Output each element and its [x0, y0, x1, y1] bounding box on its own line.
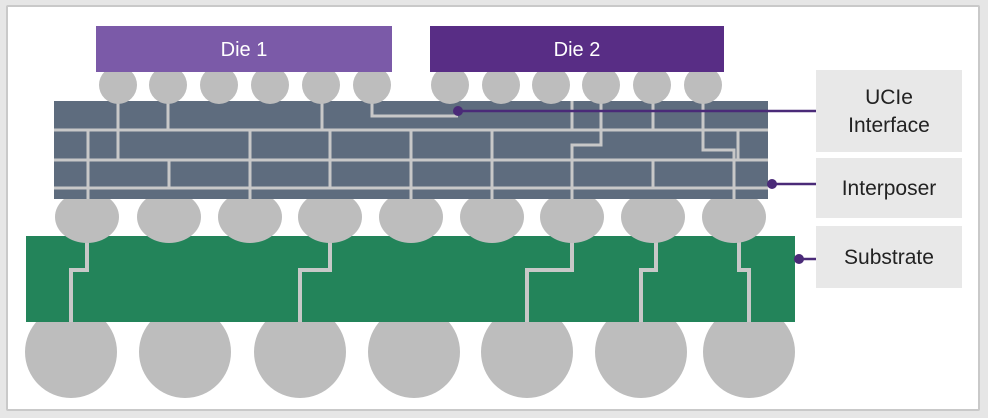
- c4-bump: [298, 191, 362, 243]
- die-1-label: Die 1: [221, 39, 268, 61]
- bga-ball: [254, 306, 346, 398]
- bga-ball: [368, 306, 460, 398]
- ucie-label-line2: Interface: [848, 114, 930, 137]
- ucie-callout-dot: [453, 106, 463, 116]
- substrate-label-box: [816, 226, 962, 288]
- micro-bump: [633, 66, 671, 104]
- substrate-callout-dot: [794, 254, 804, 264]
- micro-bump: [200, 66, 238, 104]
- micro-bump: [532, 66, 570, 104]
- c4-bump: [621, 191, 685, 243]
- c4-bump: [218, 191, 282, 243]
- interposer-traces: [54, 101, 768, 199]
- substrate-layer: [26, 236, 795, 322]
- micro-bump: [684, 66, 722, 104]
- c4-bump: [379, 191, 443, 243]
- micro-bump: [99, 66, 137, 104]
- c4-bump: [460, 191, 524, 243]
- bga-ball: [25, 306, 117, 398]
- c4-bump: [540, 191, 604, 243]
- bga-ball: [481, 306, 573, 398]
- c4-bump: [702, 191, 766, 243]
- substrate-label: Substrate: [844, 246, 934, 269]
- die-1: [96, 26, 392, 72]
- micro-bump: [251, 66, 289, 104]
- micro-bump: [482, 66, 520, 104]
- micro-bumps: [99, 66, 722, 104]
- micro-bump: [302, 66, 340, 104]
- ucie-label-box: [816, 70, 962, 152]
- micro-bump: [431, 66, 469, 104]
- substrate-traces: [69, 236, 751, 322]
- c4-bump: [137, 191, 201, 243]
- bga-balls: [25, 306, 795, 398]
- ucie-label-line1: UCIe: [865, 86, 913, 109]
- c4-bump: [55, 191, 119, 243]
- bga-ball: [595, 306, 687, 398]
- micro-bump: [582, 66, 620, 104]
- interposer-label-box: [816, 158, 962, 218]
- bga-ball: [139, 306, 231, 398]
- interposer-callout-dot: [767, 179, 777, 189]
- c4-bumps: [55, 191, 766, 243]
- bga-ball: [703, 306, 795, 398]
- die-2: [430, 26, 724, 72]
- die-2-label: Die 2: [554, 39, 601, 61]
- interposer-label: Interposer: [842, 177, 937, 200]
- micro-bump: [353, 66, 391, 104]
- micro-bump: [149, 66, 187, 104]
